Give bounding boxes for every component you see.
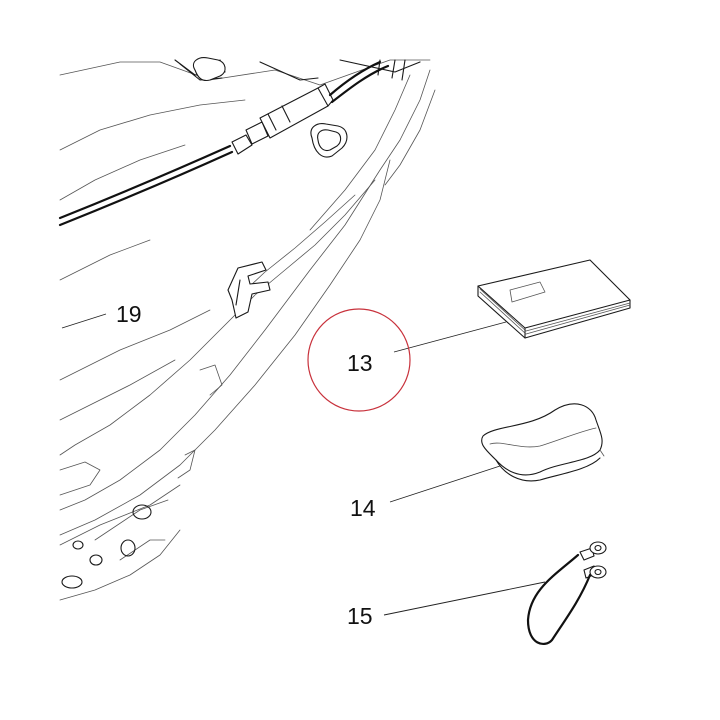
callout-19[interactable]: 19 (116, 301, 142, 327)
highlight-circle (307, 308, 411, 412)
foam-pad-icon (481, 403, 605, 482)
leader-13 (393, 321, 507, 353)
callout-13[interactable]: 13 (347, 350, 373, 376)
callout-15[interactable]: 15 (347, 603, 373, 629)
ground-strap-icon (526, 541, 607, 645)
leader-19 (61, 313, 107, 329)
callout-14[interactable]: 14 (350, 495, 376, 521)
frame-icon (59, 57, 436, 601)
leader-15 (383, 581, 546, 616)
cable-icon (58, 60, 390, 227)
leader-14 (389, 465, 501, 503)
manual-booklet-icon (477, 259, 631, 339)
